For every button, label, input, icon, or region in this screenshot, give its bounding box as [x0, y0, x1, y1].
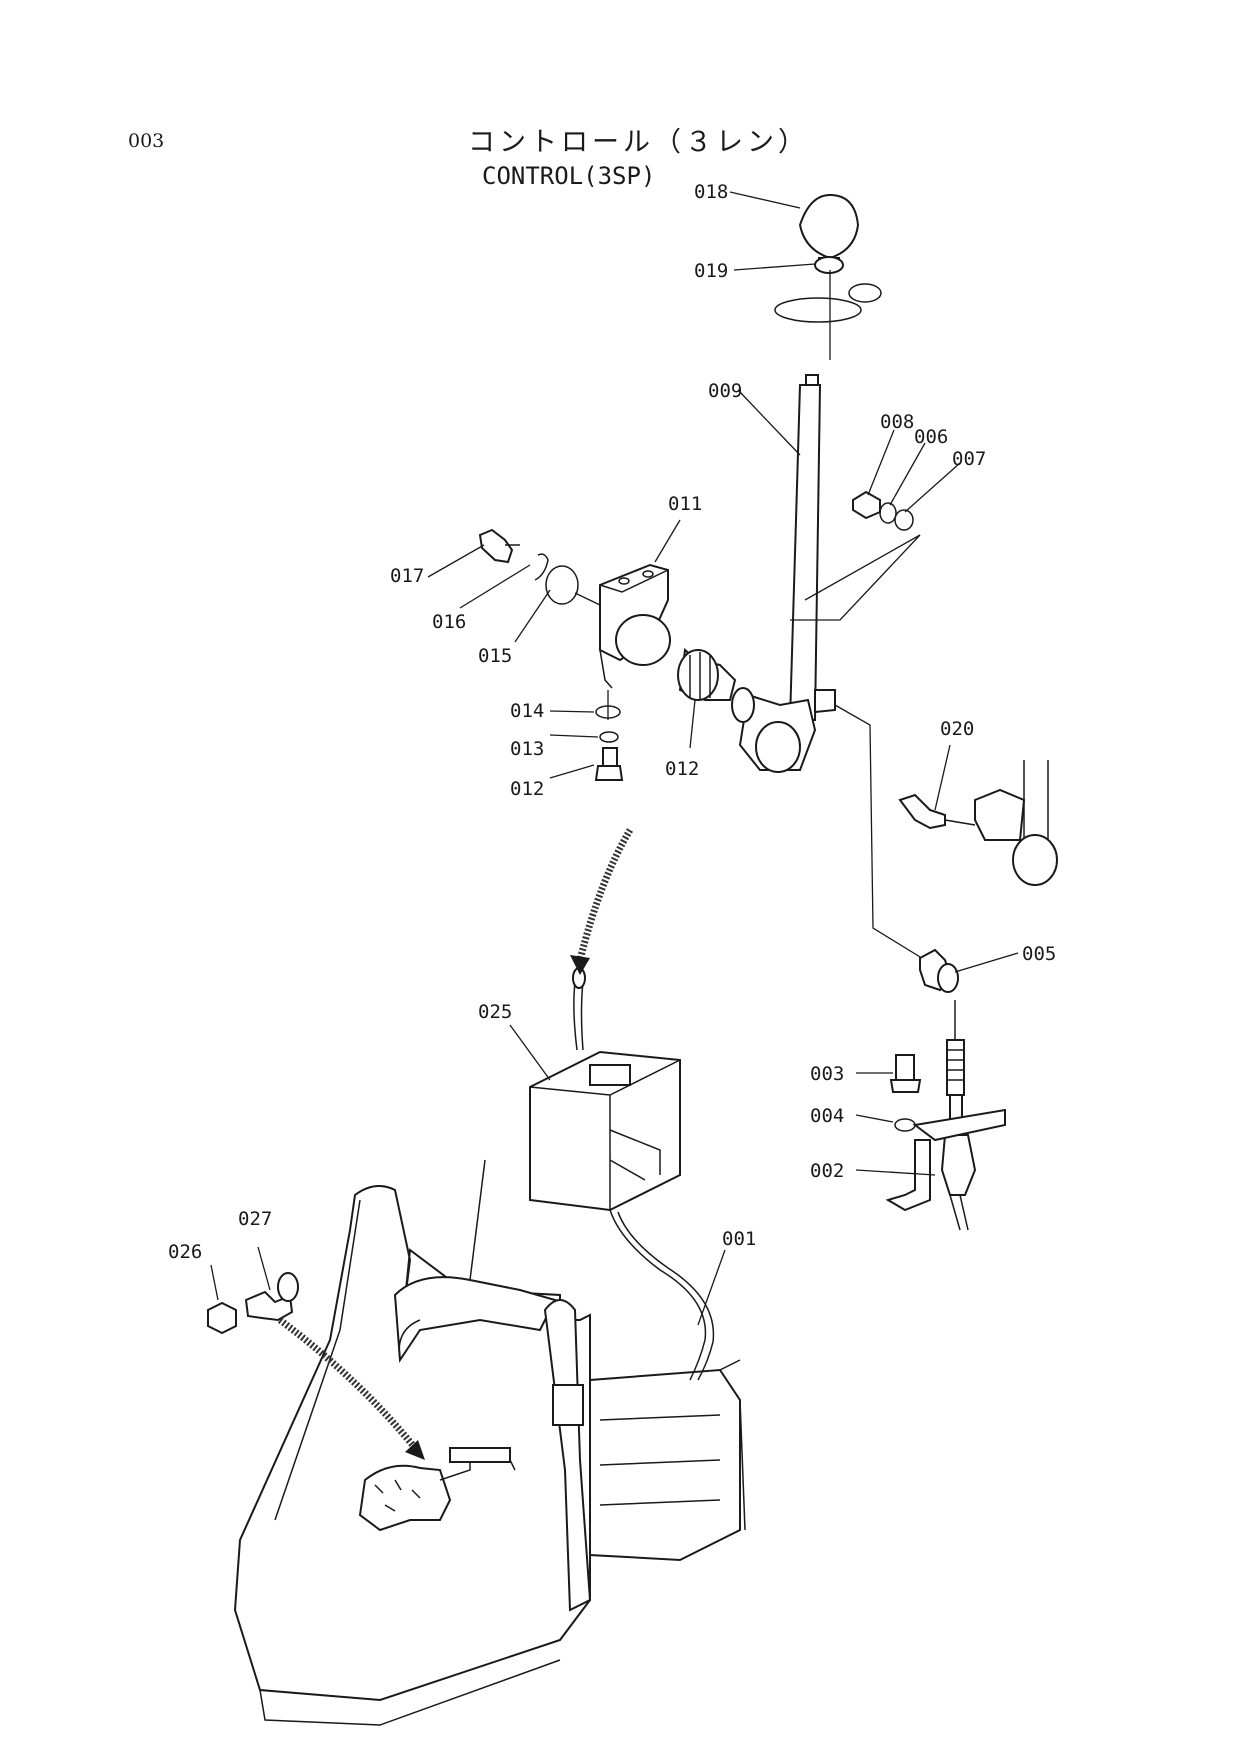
control-lever-box [469, 967, 715, 1381]
part-label-006: 006 [914, 426, 948, 448]
leader-lines [210, 191, 1019, 1326]
part-label-024: 020 [940, 718, 974, 740]
part-label-002: 002 [810, 1160, 844, 1182]
part-label-011: 011 [668, 493, 702, 515]
cable-end-fittings [207, 1272, 299, 1335]
part-label-009: 009 [708, 380, 742, 402]
bracket-hardware [478, 528, 624, 781]
machine-body [233, 1185, 746, 1726]
cable-assembly [885, 948, 1006, 1231]
part-label-019: 018 [694, 181, 728, 203]
part-label-005: 005 [1022, 943, 1056, 965]
part-label-017: 016 [432, 611, 466, 633]
page-number: 003 [128, 130, 165, 152]
part-label-013: 012 [510, 778, 544, 800]
diagram-title-japanese: コントロール（３レン） [468, 127, 809, 158]
lever-hardware [852, 490, 914, 531]
part-label-027: 027 [238, 1208, 272, 1230]
lever-bracket [599, 563, 737, 720]
part-label-003: 003 [810, 1063, 844, 1085]
detail-view-024 [898, 760, 1058, 886]
indicator-arrows [277, 828, 634, 1460]
part-label-020: 019 [694, 260, 728, 282]
part-label-012: 012 [665, 758, 699, 780]
part-label-015: 014 [510, 700, 544, 722]
part-label-004: 004 [810, 1105, 844, 1127]
part-label-001: 001 [722, 1228, 756, 1250]
part-label-014: 013 [510, 738, 544, 760]
part-label-008: 008 [880, 411, 914, 433]
part-labels: 018 019 009 008 006 007 011 017 016 015 … [168, 181, 1056, 1263]
lever-knob [774, 193, 882, 360]
part-label-018: 017 [390, 565, 424, 587]
part-label-016: 015 [478, 645, 512, 667]
control-lever-rod [731, 374, 926, 961]
part-label-026: 026 [168, 1241, 202, 1263]
diagram-title-english: CONTROL(3SP) [482, 162, 656, 190]
part-label-025: 025 [478, 1001, 512, 1023]
part-label-007: 007 [952, 448, 986, 470]
